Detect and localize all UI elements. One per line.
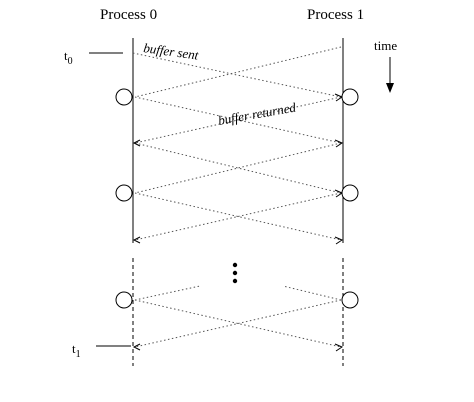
circle-icon [341, 291, 359, 309]
process-1-label: Process 1 [307, 7, 364, 23]
circle-icon [115, 291, 133, 309]
msg-line-1-0 [134, 46, 342, 98]
arrowhead-icon [334, 189, 344, 198]
circle-icon [115, 184, 133, 202]
arrowhead-icon [334, 236, 344, 245]
msg-line-0-6 [134, 299, 342, 348]
t0-label: t0 [64, 48, 73, 67]
buffer-returned-label: buffer returned [217, 99, 297, 128]
process-0-label: Process 0 [100, 7, 157, 23]
time-arrow-head-icon [386, 83, 394, 93]
t1-label: t1 [72, 341, 81, 360]
process-circles [115, 88, 359, 309]
arrowhead-icon [334, 343, 344, 352]
arrowhead-icon [334, 139, 344, 148]
time-label: time [374, 38, 397, 53]
msg-line-0-3 [134, 142, 342, 194]
arrowhead-icon [132, 236, 141, 244]
msg-line-0-1 [132, 52, 342, 98]
msg-line-1-3 [134, 142, 342, 194]
arrowhead-icon [132, 343, 141, 351]
buffer-sent-label: buffer sent [143, 40, 200, 63]
circle-icon [115, 88, 133, 106]
arrowhead-icon [334, 93, 344, 102]
circle-icon [341, 88, 359, 106]
circle-icon [341, 184, 359, 202]
msg-line-0-5a [134, 285, 201, 301]
ellipsis-icon [232, 262, 238, 284]
arrowheads [132, 93, 344, 352]
arrowhead-icon [132, 139, 141, 147]
msg-line-1-4 [134, 192, 342, 241]
message-lines [132, 46, 342, 348]
msg-line-0-4 [134, 192, 342, 241]
msg-line-1-5a [282, 285, 342, 301]
msg-line-1-6 [134, 299, 342, 348]
